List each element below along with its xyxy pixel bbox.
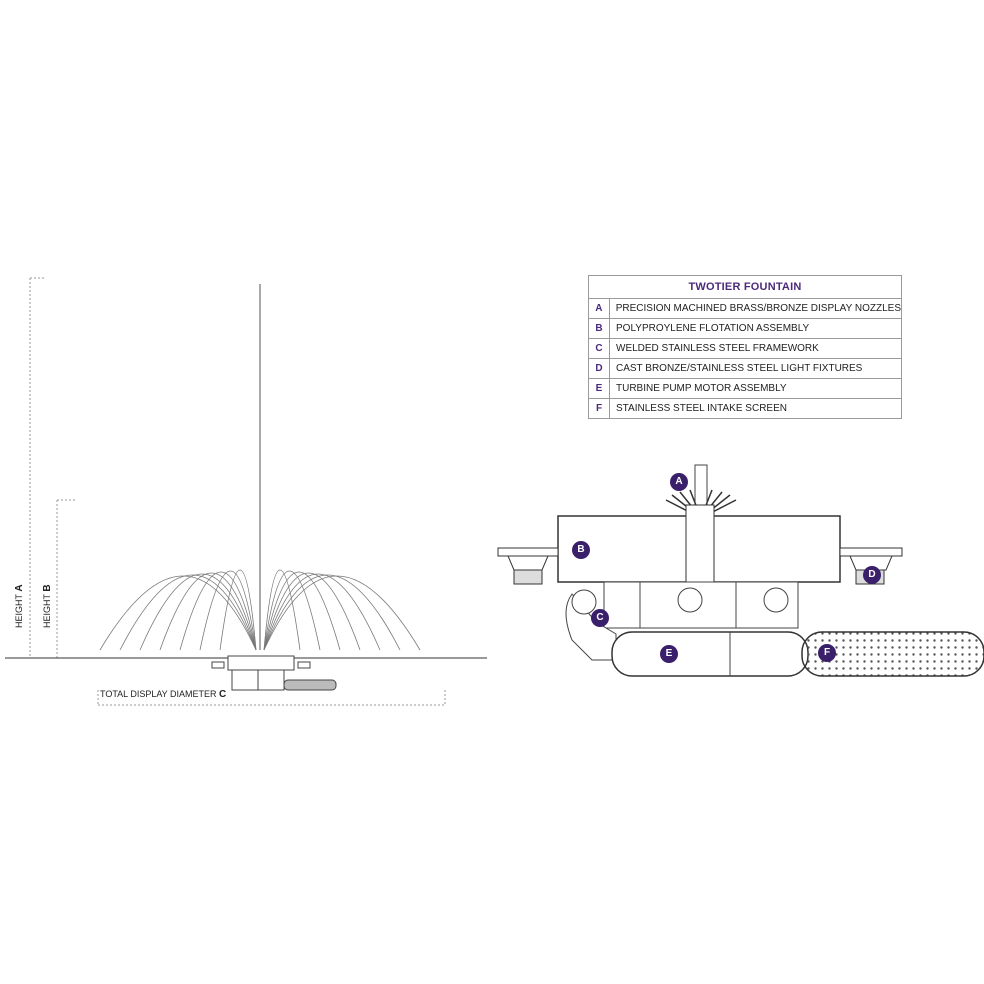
spray-arc (263, 573, 381, 651)
legend-row: B POLYPROYLENE FLOTATION ASSEMBLY (589, 319, 901, 339)
spray-arc (179, 571, 257, 651)
callout-e: E (660, 645, 678, 663)
legend-key: A (589, 299, 610, 318)
legend-key: B (589, 319, 610, 338)
intake-screen (801, 631, 984, 677)
motor-cylinder (611, 631, 809, 677)
spray-arc (159, 572, 257, 651)
height-b-text: HEIGHT (42, 594, 52, 628)
spray-arc (263, 575, 421, 651)
legend-row: F STAINLESS STEEL INTAKE SCREEN (589, 399, 901, 418)
legend-desc: CAST BRONZE/STAINLESS STEEL LIGHT FIXTUR… (616, 363, 863, 374)
legend-key: C (589, 339, 610, 358)
diameter-text: TOTAL DISPLAY DIAMETER (100, 689, 217, 699)
legend-key: D (589, 359, 610, 378)
legend-row: C WELDED STAINLESS STEEL FRAMEWORK (589, 339, 901, 359)
diameter-label: TOTAL DISPLAY DIAMETER C (100, 689, 226, 700)
height-a-letter: A (14, 584, 25, 592)
legend-desc: WELDED STAINLESS STEEL FRAMEWORK (616, 343, 819, 354)
base-intake (283, 679, 337, 691)
legend-desc: TURBINE PUMP MOTOR ASSEMBLY (616, 383, 787, 394)
callout-c: C (591, 609, 609, 627)
spray-arc (263, 572, 361, 651)
legend-desc: PRECISION MACHINED BRASS/BRONZE DISPLAY … (615, 303, 901, 314)
legend-row: A PRECISION MACHINED BRASS/BRONZE DISPLA… (589, 299, 901, 319)
callout-f: F (818, 644, 836, 662)
callout-b: B (572, 541, 590, 559)
legend-table: TWOTIER FOUNTAIN A PRECISION MACHINED BR… (588, 275, 902, 419)
spray-arc (263, 571, 341, 651)
legend-desc: POLYPROYLENE FLOTATION ASSEMBLY (616, 323, 810, 334)
framework (565, 581, 799, 661)
legend-desc: STAINLESS STEEL INTAKE SCREEN (616, 403, 787, 414)
height-a-text: HEIGHT (14, 594, 24, 628)
diameter-letter: C (219, 689, 227, 700)
legend-row: E TURBINE PUMP MOTOR ASSEMBLY (589, 379, 901, 399)
spray-arc (263, 569, 301, 651)
light-fixture-left (497, 547, 559, 585)
spray-arc (199, 570, 257, 651)
spray-arc (219, 569, 257, 651)
height-b-letter: B (42, 584, 53, 592)
legend-row: D CAST BRONZE/STAINLESS STEEL LIGHT FIXT… (589, 359, 901, 379)
spray-arc (119, 574, 257, 651)
legend-key: E (589, 379, 610, 398)
callout-d: D (863, 566, 881, 584)
spray-arc (263, 574, 401, 651)
spray-arc (263, 570, 321, 651)
legend-key: F (589, 399, 610, 418)
spray-arc (99, 575, 257, 651)
height-a-label: HEIGHT A (14, 584, 25, 628)
height-b-label: HEIGHT B (42, 584, 53, 628)
spray-arc (139, 573, 257, 651)
spray-arcs (99, 569, 421, 651)
legend-title: TWOTIER FOUNTAIN (589, 276, 901, 299)
callout-a: A (670, 473, 688, 491)
